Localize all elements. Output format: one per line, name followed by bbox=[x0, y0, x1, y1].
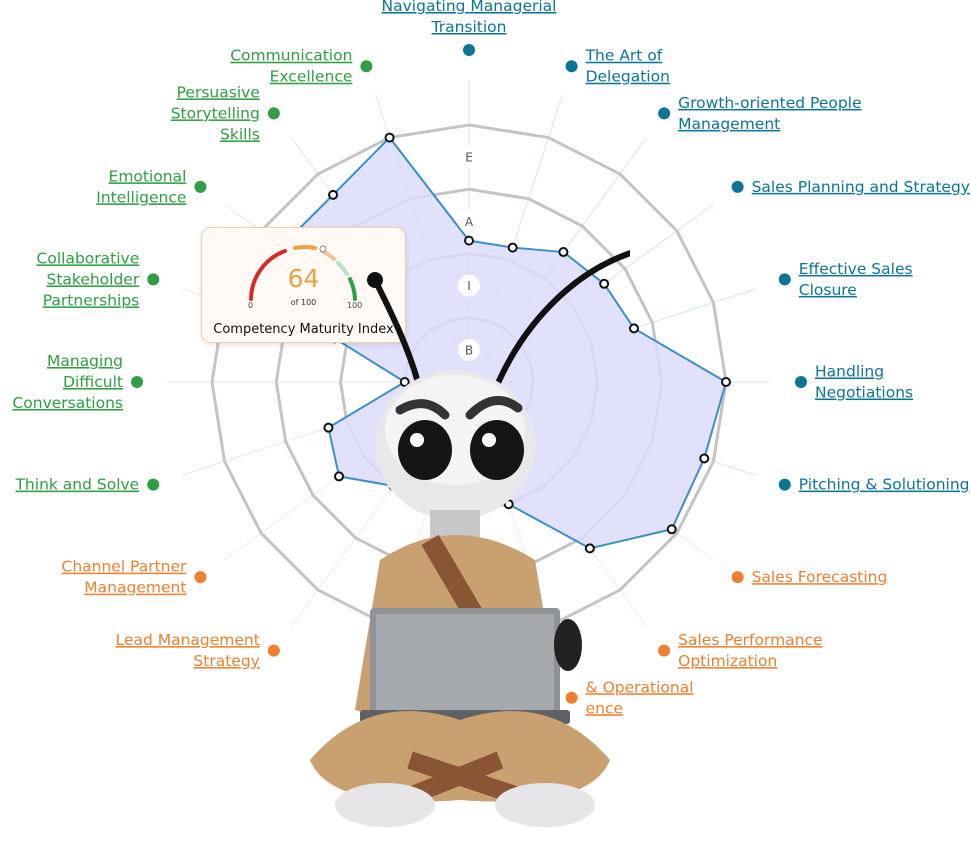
gauge-value: 64 bbox=[287, 264, 320, 293]
level-badge bbox=[458, 210, 480, 233]
gauge-max: 100 bbox=[347, 301, 363, 310]
axis-marker bbox=[194, 180, 207, 193]
score-point bbox=[628, 323, 639, 334]
axis-marker bbox=[565, 691, 578, 704]
axis-marker bbox=[267, 107, 280, 120]
level-badge bbox=[458, 338, 480, 361]
axis-marker bbox=[463, 44, 475, 56]
level-label: B bbox=[465, 343, 473, 357]
score-point bbox=[558, 247, 569, 258]
level-label: I bbox=[467, 279, 471, 293]
score-point bbox=[334, 471, 345, 482]
axis-marker bbox=[731, 571, 744, 584]
axis-marker bbox=[360, 60, 373, 73]
gauge-of-text: of 100 bbox=[290, 298, 317, 307]
score-point bbox=[464, 235, 474, 246]
score-point bbox=[399, 377, 410, 387]
axis-label[interactable]: Sales Planning and Strategy bbox=[752, 178, 970, 196]
axis-marker bbox=[131, 376, 143, 388]
score-point bbox=[699, 453, 710, 464]
level-badge bbox=[458, 146, 480, 169]
score-point bbox=[323, 422, 334, 433]
score-point bbox=[328, 189, 339, 200]
level-label: A bbox=[465, 215, 474, 229]
level-badge bbox=[458, 274, 480, 297]
score-point bbox=[384, 132, 395, 143]
axis-marker bbox=[658, 644, 671, 657]
score-point bbox=[599, 278, 610, 289]
level-label: E bbox=[465, 151, 473, 165]
axis-marker bbox=[795, 376, 807, 388]
axis-marker bbox=[778, 273, 791, 286]
score-point bbox=[584, 543, 595, 554]
gauge-min: 0 bbox=[248, 301, 254, 310]
axis-marker bbox=[658, 107, 671, 120]
axis-marker bbox=[267, 644, 280, 657]
axis-label[interactable]: Think and Solve bbox=[14, 476, 139, 494]
axis-label[interactable]: Sales Forecasting bbox=[752, 568, 888, 586]
axis-label[interactable]: Pitching & Solutioning bbox=[799, 476, 970, 494]
axis-marker bbox=[778, 478, 791, 491]
score-point bbox=[721, 377, 731, 387]
axis-marker bbox=[194, 571, 207, 584]
score-point bbox=[507, 242, 518, 253]
axis-marker bbox=[731, 180, 744, 193]
axis-marker bbox=[565, 60, 578, 73]
ant-mascot-illustration bbox=[310, 250, 630, 827]
gauge-arc bbox=[249, 245, 357, 301]
gauge-title: Competency Maturity Index bbox=[213, 322, 394, 337]
axis-marker bbox=[147, 273, 160, 286]
score-point bbox=[666, 524, 677, 535]
axis-marker bbox=[147, 478, 160, 491]
